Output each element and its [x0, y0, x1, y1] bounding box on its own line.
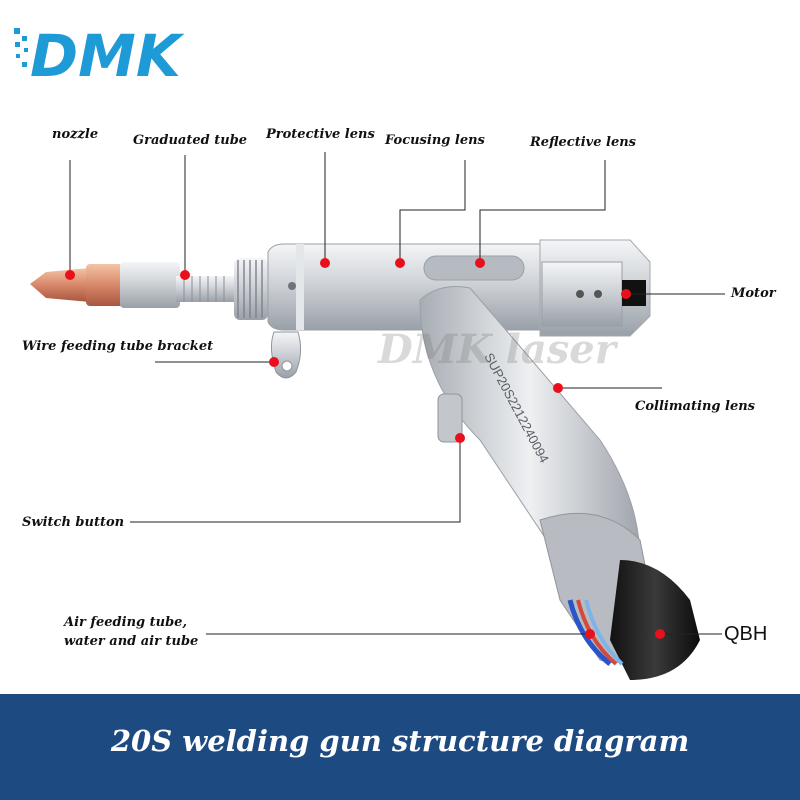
label-nozzle: nozzle [52, 127, 99, 142]
label-air-feeding-tube: Air feeding tube, water and air tube [64, 613, 198, 651]
watermark-text: DMK laser [378, 326, 616, 373]
label-collimating-lens: Collimating lens [635, 399, 756, 414]
label-motor: Motor [731, 286, 776, 301]
label-reflective-lens: Reflective lens [530, 135, 636, 150]
dmk-logo: DMK [14, 22, 185, 82]
label-wire-feeding-tube-bracket: Wire feeding tube bracket [22, 339, 214, 354]
svg-text:DMK: DMK [30, 22, 185, 82]
label-protective-lens: Protective lens [266, 127, 375, 142]
label-graduated-tube: Graduated tube [133, 133, 248, 148]
label-air-feeding-tube-line1: Air feeding tube, [64, 615, 187, 630]
leader-lines [69, 152, 725, 635]
label-air-feeding-tube-line2: water and air tube [64, 634, 199, 649]
callout-markers [65, 258, 665, 639]
footer-banner [0, 694, 800, 800]
graduated-tube-part [176, 258, 268, 320]
label-focusing-lens: Focusing lens [385, 133, 485, 148]
label-qbh: QBH [724, 623, 768, 645]
nozzle-part [30, 262, 180, 308]
label-switch-button: Switch button [22, 515, 125, 530]
footer-title: 20S welding gun structure diagram [110, 724, 690, 758]
